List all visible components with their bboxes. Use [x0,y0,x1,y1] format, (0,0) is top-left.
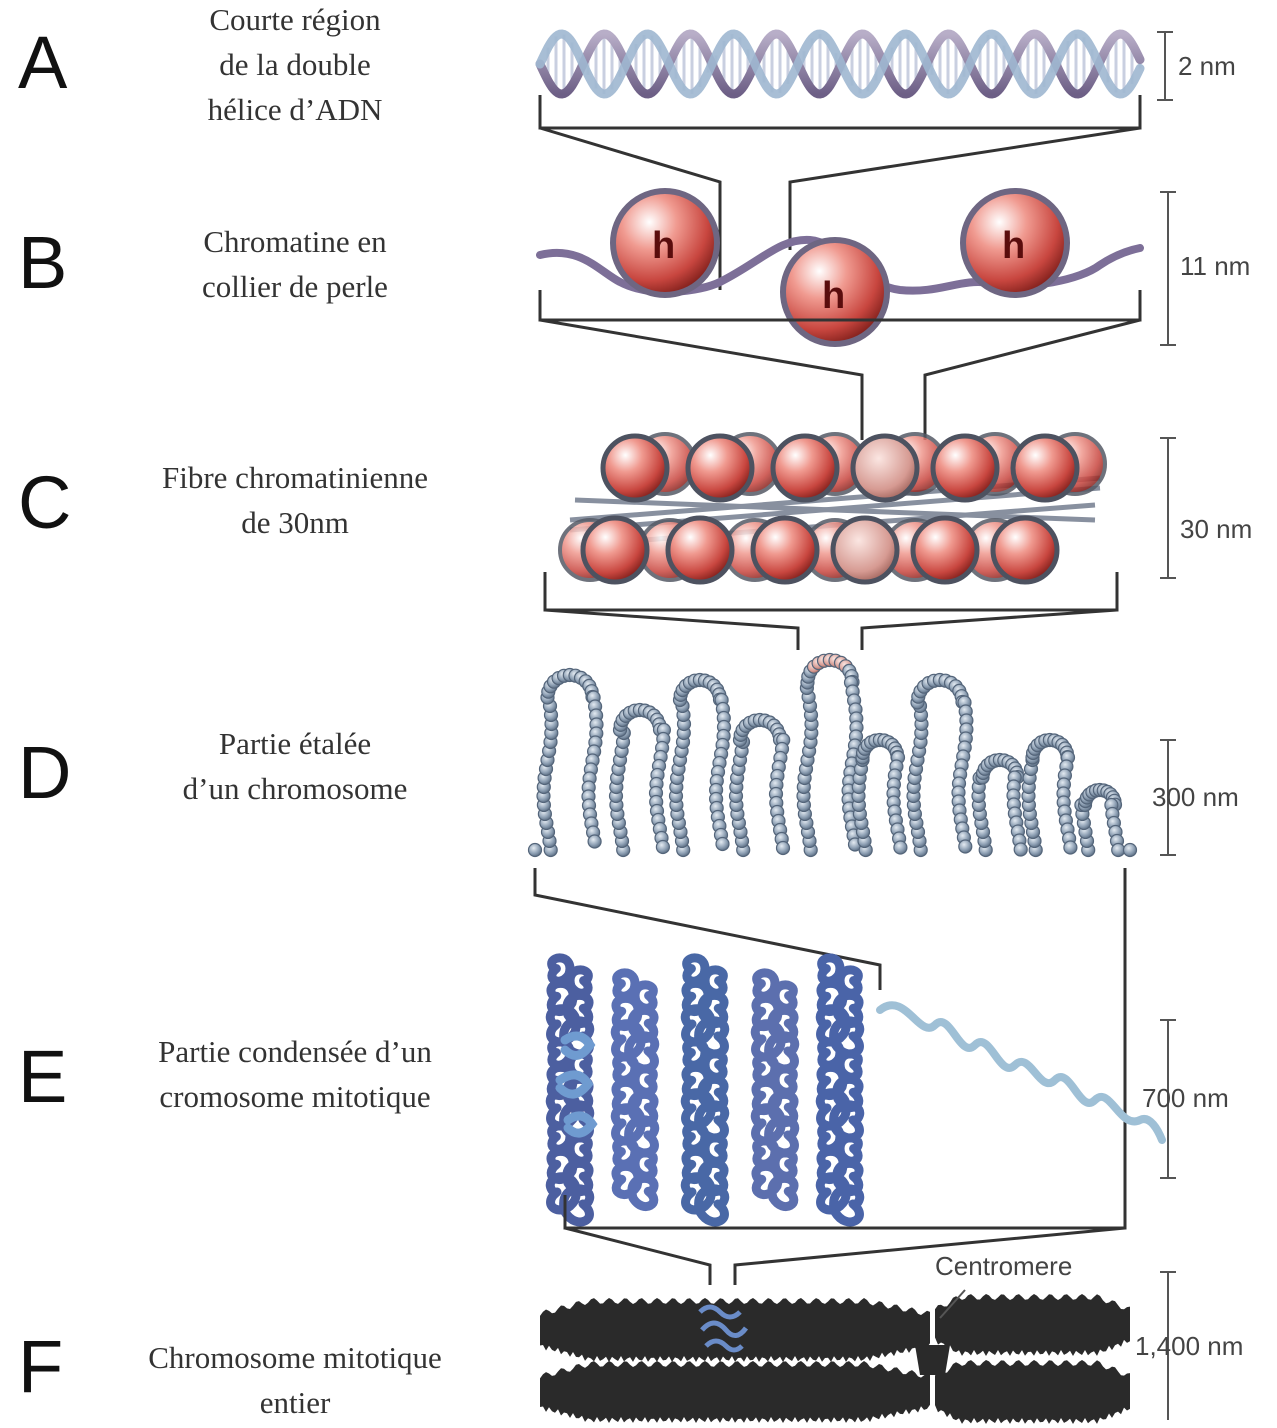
mitotic-chromosome: Centromere [540,1251,1130,1424]
nucleosome-3: h [963,191,1067,295]
histone-label: h [652,225,675,267]
histone-label: h [822,275,845,317]
chromatin-fiber-30nm [560,434,1105,582]
dna-double-helix [540,34,1140,94]
scale-label-c: 30 nm [1180,514,1252,544]
scale-label-f: 1,400 nm [1135,1331,1243,1361]
condensed-chromosome-section [550,958,1162,1222]
nucleosome-1: h [613,191,717,295]
extended-chromosome-section [529,654,1137,857]
scale-label-d: 300 nm [1152,782,1239,812]
histone-label: h [1002,225,1025,267]
nucleosome-2: h [783,240,887,344]
scale-label-b: 11 nm [1180,251,1250,281]
scale-bar-a [1157,32,1173,100]
scale-label-a: 2 nm [1178,51,1236,81]
centromere-label: Centromere [935,1251,1072,1281]
scale-label-e: 700 nm [1142,1083,1229,1113]
scale-bar-b [1160,192,1176,345]
scale-bar-c [1160,438,1176,578]
